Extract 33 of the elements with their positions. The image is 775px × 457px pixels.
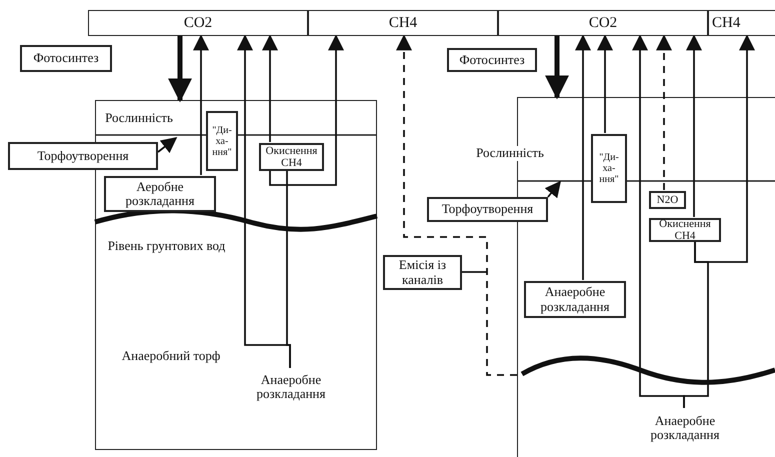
process-box: "Ди- ха- ння" (206, 111, 238, 171)
process-box: Фотосинтез (447, 48, 537, 72)
process-box: N2O (649, 191, 686, 209)
flow-arrow (168, 36, 192, 102)
flow-arrow (575, 34, 591, 280)
flow-arrow (656, 34, 672, 190)
process-box: Аеробне розкладання (104, 176, 216, 212)
atmosphere-cell: CO2 (498, 10, 708, 36)
process-box: "Ди- ха- ння" (591, 134, 627, 203)
flow-arrow (396, 34, 517, 376)
process-label: Анаеробне розкладання (635, 409, 735, 447)
flow-arrow (694, 34, 755, 263)
process-box: Торфоутворення (8, 142, 158, 170)
process-label: Анаеробне розкладання (241, 369, 341, 405)
process-box: Окиснення CH4 (259, 143, 324, 171)
atmosphere-cell: CH4 (708, 10, 775, 36)
flow-arrow (262, 34, 278, 142)
process-box: Фотосинтез (20, 45, 112, 72)
flow-arrow (193, 34, 209, 175)
leader-line (462, 271, 487, 273)
atmosphere-cell: CO2 (88, 10, 308, 36)
arrow (544, 180, 561, 198)
atmosphere-cell: CH4 (308, 10, 498, 36)
arrow (157, 137, 178, 154)
flow-arrow (686, 34, 702, 217)
process-box: Анаеробне розкладання (524, 281, 626, 318)
flow-arrow (545, 36, 569, 100)
connector-line (286, 170, 291, 368)
process-box: Торфоутворення (427, 197, 548, 222)
flow-arrow (597, 34, 613, 133)
process-box: Емісія із каналів (383, 255, 462, 290)
flow-arrow (269, 34, 344, 186)
process-box: Окиснення CH4 (649, 218, 721, 242)
